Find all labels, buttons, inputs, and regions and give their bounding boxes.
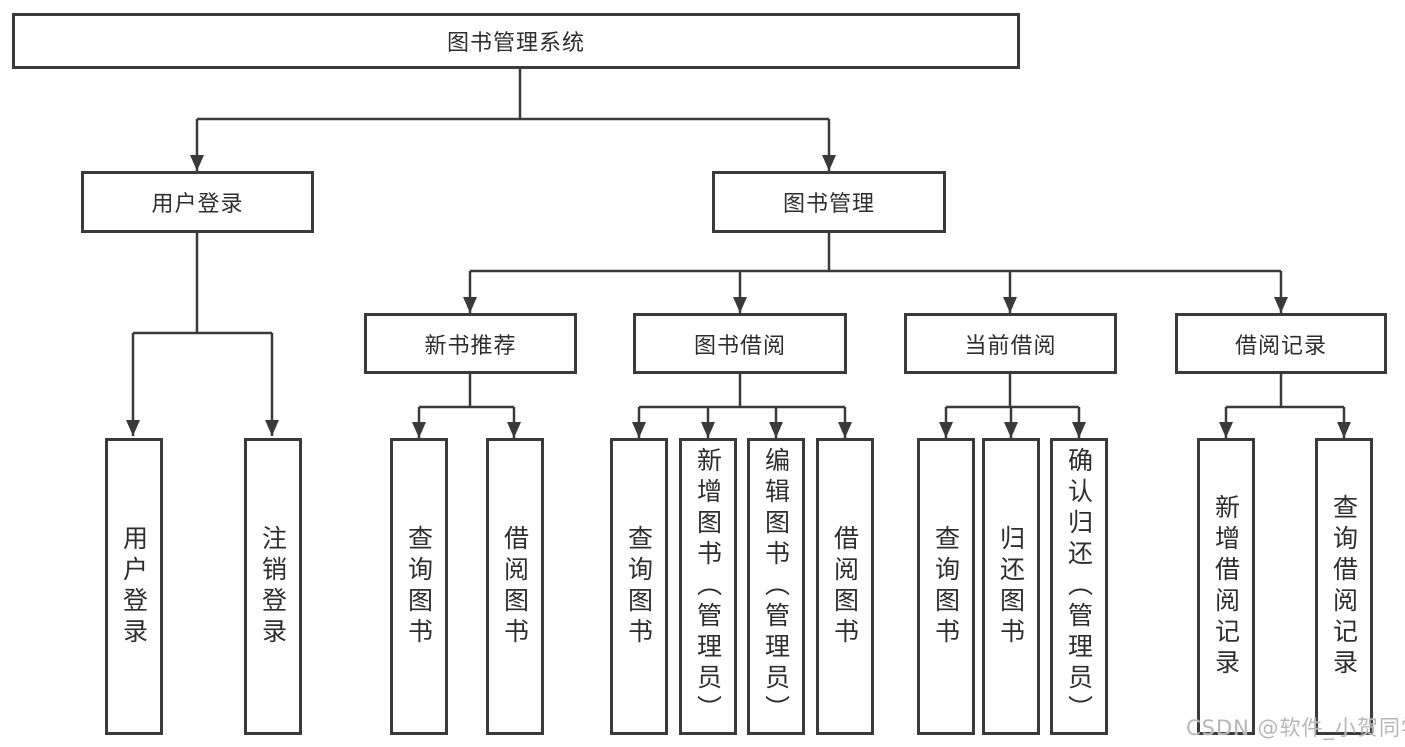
node-book-mgmt-module: 图书管理 (712, 171, 946, 233)
arrowhead-icon (190, 155, 204, 171)
node-label-leaf-add-borrow-rec: 新增借阅记录 (1211, 493, 1241, 680)
node-label-leaf-return-books: 归还图书 (996, 524, 1026, 649)
node-label-book-borrow: 图书借阅 (693, 333, 786, 359)
node-label-leaf-user-login: 用户登录 (119, 524, 149, 649)
node-leaf-query-books-2: 查询图书 (610, 438, 668, 735)
node-label-leaf-edit-books: 编辑图书（管理员） (761, 447, 791, 726)
node-label-leaf-add-books: 新增图书（管理员） (693, 447, 723, 726)
arrowhead-icon (1337, 422, 1351, 438)
arrowhead-icon (126, 420, 140, 436)
arrowhead-icon (507, 422, 521, 438)
watermark: CSDN @软件_小贺同学 (1186, 716, 1405, 740)
arrowhead-icon (265, 420, 279, 436)
arrowhead-icon (939, 422, 953, 438)
node-root: 图书管理系统 (12, 13, 1020, 69)
node-new-book-rec: 新书推荐 (364, 313, 577, 374)
arrowhead-icon (822, 155, 836, 171)
arrowhead-icon (1072, 422, 1086, 438)
node-leaf-logout: 注销登录 (244, 438, 302, 735)
arrowhead-icon (1274, 297, 1288, 313)
arrowhead-icon (701, 422, 715, 438)
node-label-new-book-rec: 新书推荐 (424, 333, 517, 359)
node-leaf-query-borrow-rec: 查询借阅记录 (1315, 438, 1373, 735)
node-label-leaf-borrow-books-2: 借阅图书 (830, 524, 860, 649)
arrowhead-icon (1003, 297, 1017, 313)
node-label-leaf-query-books-3: 查询图书 (931, 524, 961, 649)
node-user-login-module: 用户登录 (81, 171, 314, 233)
node-leaf-add-borrow-rec: 新增借阅记录 (1197, 438, 1255, 735)
node-label-borrow-records: 借阅记录 (1234, 333, 1327, 359)
node-label-current-borrow: 当前借阅 (964, 333, 1057, 359)
arrowhead-icon (1004, 422, 1018, 438)
node-leaf-user-login: 用户登录 (105, 438, 163, 735)
arrowhead-icon (733, 297, 747, 313)
node-label-book-mgmt-module: 图书管理 (782, 192, 875, 217)
node-borrow-records: 借阅记录 (1175, 313, 1387, 374)
arrowhead-icon (463, 297, 477, 313)
arrowhead-icon (838, 422, 852, 438)
node-label-user-login-module: 用户登录 (151, 192, 244, 217)
node-leaf-add-books: 新增图书（管理员） (679, 438, 737, 735)
node-leaf-borrow-books-1: 借阅图书 (486, 438, 544, 735)
node-label-leaf-borrow-books-1: 借阅图书 (500, 524, 530, 649)
node-current-borrow: 当前借阅 (904, 313, 1117, 374)
node-label-leaf-confirm-return: 确认归还（管理员） (1064, 447, 1094, 726)
node-label-leaf-query-books-1: 查询图书 (404, 524, 434, 649)
node-leaf-query-books-1: 查询图书 (390, 438, 448, 735)
node-label-leaf-query-books-2: 查询图书 (624, 524, 654, 649)
node-leaf-return-books: 归还图书 (982, 438, 1040, 735)
arrowhead-icon (412, 422, 426, 438)
arrowhead-icon (1219, 422, 1233, 438)
arrowhead-icon (632, 422, 646, 438)
arrowhead-icon (769, 422, 783, 438)
node-leaf-query-books-3: 查询图书 (917, 438, 975, 735)
node-leaf-borrow-books-2: 借阅图书 (816, 438, 874, 735)
node-book-borrow: 图书借阅 (633, 313, 847, 374)
node-label-leaf-query-borrow-rec: 查询借阅记录 (1329, 493, 1359, 680)
node-label-root: 图书管理系统 (446, 31, 585, 56)
node-leaf-edit-books: 编辑图书（管理员） (747, 438, 805, 735)
node-leaf-confirm-return: 确认归还（管理员） (1050, 438, 1108, 735)
node-label-leaf-logout: 注销登录 (258, 524, 288, 649)
